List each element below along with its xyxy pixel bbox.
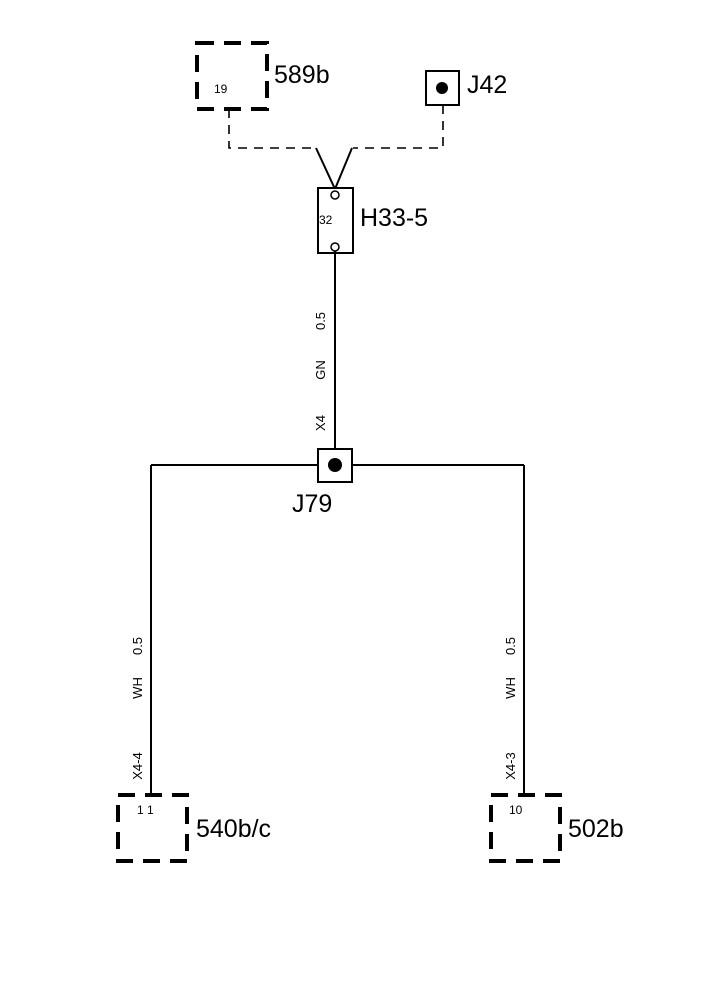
component-502b-pin: 10 (509, 803, 523, 817)
component-589b: 19 589b (195, 41, 330, 111)
wire-left-size: 0.5 (130, 637, 145, 655)
dashed-wire-589b (228, 109, 318, 149)
component-540bc: 1 1 540b/c (116, 793, 271, 863)
component-502b-box (489, 793, 562, 863)
splice-j79-dot (328, 458, 342, 472)
wire-left-connector: X4-4 (130, 752, 145, 779)
wire-right-color: WH (503, 677, 518, 699)
dashed-wire-j42 (353, 105, 444, 149)
merge-lines (315, 147, 353, 192)
wire-right-connector: X4-3 (503, 752, 518, 779)
connector-h33-5: 32 H33-5 (317, 187, 428, 254)
component-540bc-label: 540b/c (196, 815, 271, 843)
wire-right-size: 0.5 (503, 637, 518, 655)
bus-wires (150, 464, 525, 795)
wire-center-connector: X4 (313, 415, 328, 431)
splice-j42-label: J42 (467, 71, 507, 99)
component-502b: 10 502b (489, 793, 624, 863)
connector-h33-5-pin: 32 (319, 213, 333, 227)
splice-j42-dot (436, 82, 448, 94)
connector-h33-5-top-pin (330, 190, 340, 200)
connector-h33-5-label: H33-5 (360, 204, 428, 232)
component-589b-label: 589b (274, 61, 330, 89)
splice-j42: J42 (425, 70, 507, 106)
dashed-wires (228, 105, 444, 192)
component-589b-box (195, 41, 269, 111)
component-540bc-pin: 1 1 (137, 803, 154, 817)
component-502b-label: 502b (568, 815, 624, 843)
wire-center-size: 0.5 (313, 312, 328, 330)
connector-h33-5-bottom-pin (330, 242, 340, 252)
component-589b-pin: 19 (214, 82, 228, 96)
wire-center-color: GN (313, 360, 328, 380)
splice-j79-label: J79 (292, 490, 332, 518)
component-540bc-box (116, 793, 189, 863)
wire-left-color: WH (130, 677, 145, 699)
splice-j79: J79 (292, 448, 353, 518)
splice-j79-box (317, 448, 353, 483)
